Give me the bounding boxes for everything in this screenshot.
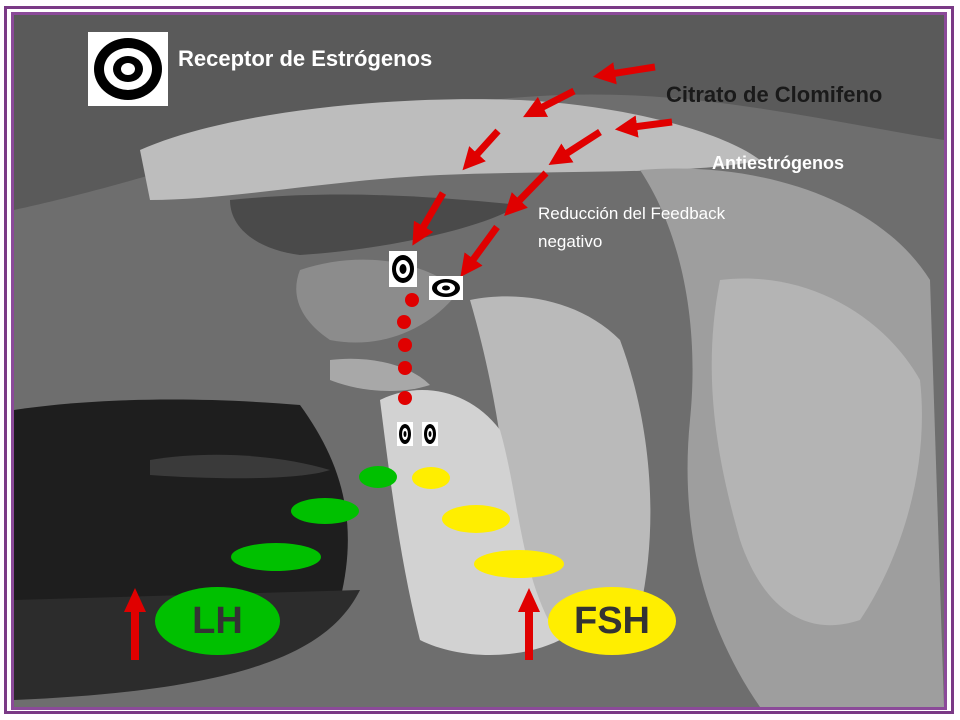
receptor-icon-4 [422,422,438,446]
fsh-release-ovals [412,467,564,578]
receptor-icon-3 [397,422,413,446]
feedback-label: Reducción del Feedback negativo [538,204,726,251]
lh-increase-arrow [124,588,146,660]
arrow-5 [462,128,501,171]
fsh-hormone-oval: FSH [548,587,676,655]
arrow-7 [412,191,447,246]
drug-class-label: Antiestrógenos [712,153,845,173]
drug-arrows [412,62,673,278]
arrow-2 [614,115,673,138]
lh-label: LH [192,599,243,642]
arrow-3 [523,87,576,118]
outer-frame [4,6,954,714]
arrow-1 [592,62,656,85]
arrow-8 [460,224,500,278]
fsh-increase-arrow [518,588,540,660]
arrow-6 [504,170,549,217]
receptor-icon-1 [389,251,417,287]
fsh-label: FSH [574,599,650,642]
lh-hormone-oval: LH [155,587,280,655]
arrow-4 [548,129,602,166]
receptor-icon-2 [429,276,463,300]
drug-name-label: Citrato de Clomifeno [666,82,883,107]
lh-release-ovals [231,466,397,571]
legend-label: Receptor de Estrógenos [178,46,433,71]
feedback-dots [397,293,419,405]
inner-frame [11,12,947,710]
legend-icon [88,32,168,106]
